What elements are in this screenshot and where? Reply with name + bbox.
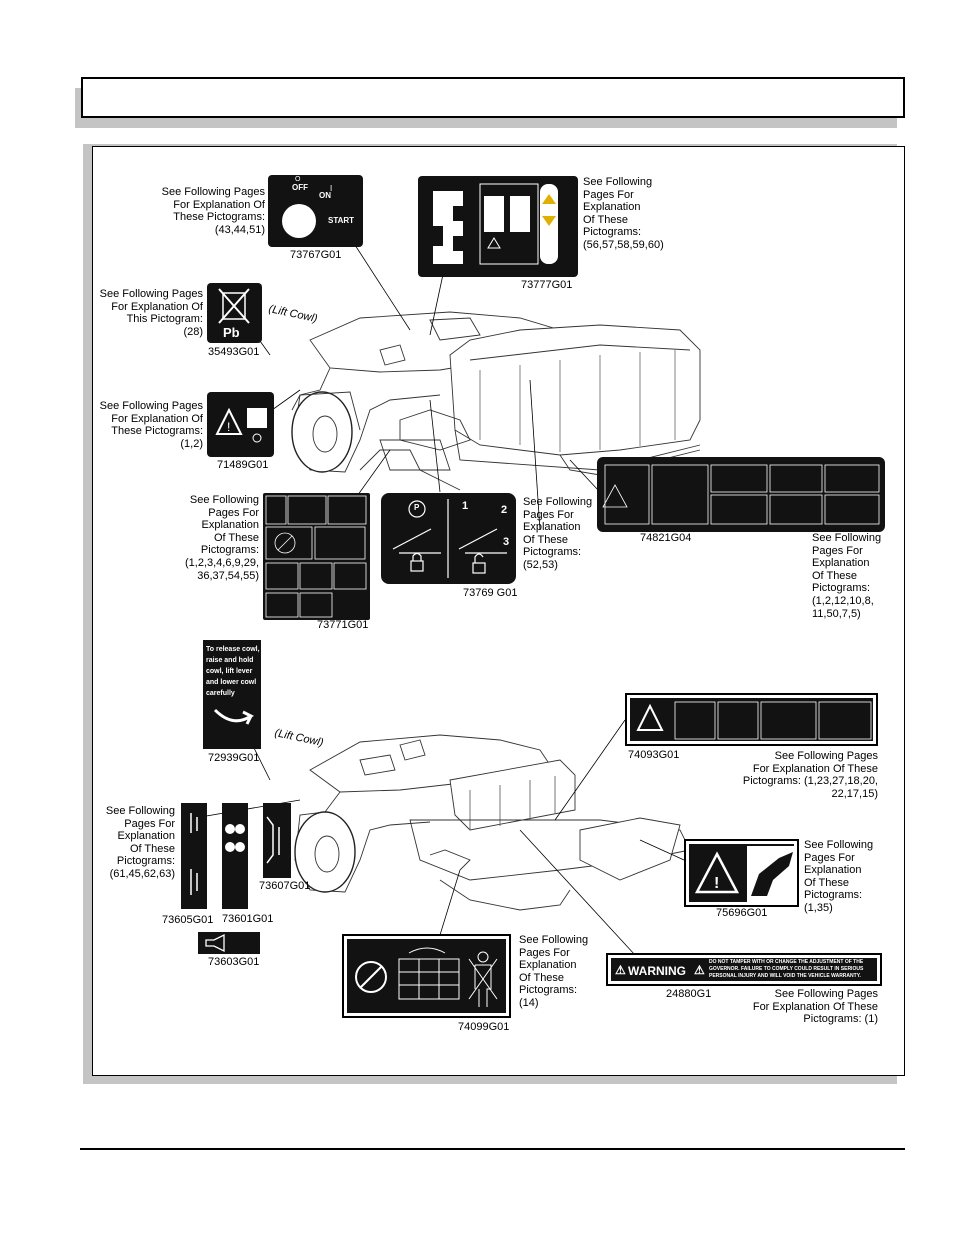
battery-warning-art: [636, 701, 872, 740]
svg-text:!: !: [714, 875, 719, 892]
warning-manual-part-number: 71489G01: [217, 459, 269, 471]
brake-part-number: 73769 G01: [463, 587, 518, 599]
hand-warning-part-number: 75696G01: [716, 907, 768, 919]
ignition-explanation: See Following Pages For Explanation Of T…: [161, 186, 265, 236]
brake-step-2: 2: [501, 504, 508, 516]
governor-warning-decal: ⚠ WARNING ⚠ DO NOT TAMPER WITH OR CHANGE…: [606, 953, 882, 986]
warning-manual-decal: !: [207, 392, 274, 457]
ignition-on-label: ON: [319, 191, 331, 200]
brake-decal: P 1 2 3: [381, 493, 516, 584]
warning-triangle-icon: !: [215, 407, 267, 443]
ignition-key-circle: [282, 204, 316, 238]
ignition-part-number: 73767G01: [290, 249, 342, 261]
horn-icon: [205, 933, 225, 953]
header-box: [81, 77, 905, 118]
multi-explanation: See Following Pages For Explanation Of T…: [185, 494, 259, 582]
governor-warning-inner: ⚠ WARNING ⚠ DO NOT TAMPER WITH OR CHANGE…: [611, 958, 877, 981]
governor-part-number: 24880G1: [666, 988, 712, 1000]
horn-decal: [198, 932, 260, 954]
brake-pictogram-art: [392, 499, 507, 578]
battery-warning-decal: [625, 693, 878, 746]
hand-warning-explanation: See Following Pages For Explanation Of T…: [804, 839, 874, 914]
ignition-one-label: I: [330, 184, 333, 193]
battery-warning-explanation: See Following Pages For Explanation Of T…: [742, 750, 878, 800]
governor-warning-icon-2: ⚠: [694, 963, 705, 977]
footer-rule: [80, 1148, 905, 1150]
cowl-release-text: To release cowl, raise and hold cowl, li…: [206, 646, 260, 697]
hand-warning-inner: !: [689, 844, 794, 902]
ignition-decal: O OFF I ON START: [268, 175, 363, 247]
switch-pictogram-2: [225, 824, 245, 852]
ignition-zero-label: O: [295, 176, 301, 183]
crossed-bin-icon: [218, 288, 250, 324]
hand-warning-decal: !: [684, 839, 799, 907]
switch-decal-1: [181, 803, 207, 909]
horn-part-number: 73603G01: [208, 956, 260, 968]
hand-warning-art: !: [694, 846, 794, 902]
belt-warning-inner: [347, 939, 506, 1013]
multi-part-number: 73771G01: [317, 619, 369, 631]
battery-warning-inner: [630, 698, 873, 741]
switch-pictogram-1: [190, 813, 198, 895]
battery-recycle-decal: Pb: [207, 283, 262, 343]
bed-decal: [597, 457, 885, 532]
belt-warning-decal: [342, 934, 511, 1018]
cowl-release-decal: To release cowl, raise and hold cowl, li…: [203, 640, 261, 749]
switch-pictogram-3: [266, 816, 280, 864]
brake-explanation: See Following Pages For Explanation Of T…: [523, 496, 593, 571]
ignition-off-label: OFF: [292, 183, 308, 192]
warning-manual-explanation: See Following Pages For Explanation Of T…: [99, 400, 203, 450]
governor-fine-print: DO NOT TAMPER WITH OR CHANGE THE ADJUSTM…: [709, 959, 864, 979]
svg-text:!: !: [227, 420, 230, 434]
cowl-part-number: 72939G01: [208, 752, 260, 764]
switch-decal-3: [263, 803, 291, 878]
switch-1-part-number: 73605G01: [162, 914, 214, 926]
dash-decal: [418, 176, 578, 277]
belt-warning-art: [355, 947, 498, 1007]
ignition-start-label: START: [328, 216, 355, 225]
brake-p-label: P: [414, 503, 420, 512]
governor-warning-icon: ⚠: [615, 963, 626, 977]
governor-explanation: See Following Pages For Explanation Of T…: [752, 988, 878, 1026]
arrow-hand-icon: [213, 708, 254, 725]
brake-step-1: 1: [462, 500, 469, 512]
bed-explanation: See Following Pages For Explanation Of T…: [812, 532, 882, 620]
switch-3-part-number: 73607G01: [259, 880, 311, 892]
switches-explanation: See Following Pages For Explanation Of T…: [105, 805, 175, 880]
multi-pictogram-decal: [263, 493, 370, 620]
battery-warning-part-number: 74093G01: [628, 749, 680, 761]
belt-part-number: 74099G01: [458, 1021, 510, 1033]
lead-symbol: Pb: [223, 325, 240, 340]
belt-explanation: See Following Pages For Explanation Of T…: [519, 934, 589, 1009]
multi-pictogram-art: [265, 495, 367, 618]
governor-warning-word: WARNING: [628, 964, 686, 978]
switch-decal-2: [222, 803, 248, 909]
dash-decal-art: [433, 183, 558, 265]
switch-2-part-number: 73601G01: [222, 913, 274, 925]
battery-part-number: 35493G01: [208, 346, 260, 358]
brake-step-3: 3: [503, 536, 510, 548]
battery-explanation: See Following Pages For Explanation Of T…: [99, 288, 203, 338]
dash-part-number: 73777G01: [521, 279, 573, 288]
bed-part-number: 74821G04: [640, 532, 692, 544]
bed-pictogram-art: [602, 464, 880, 525]
dash-explanation: See Following Pages For Explanation Of T…: [583, 176, 664, 251]
